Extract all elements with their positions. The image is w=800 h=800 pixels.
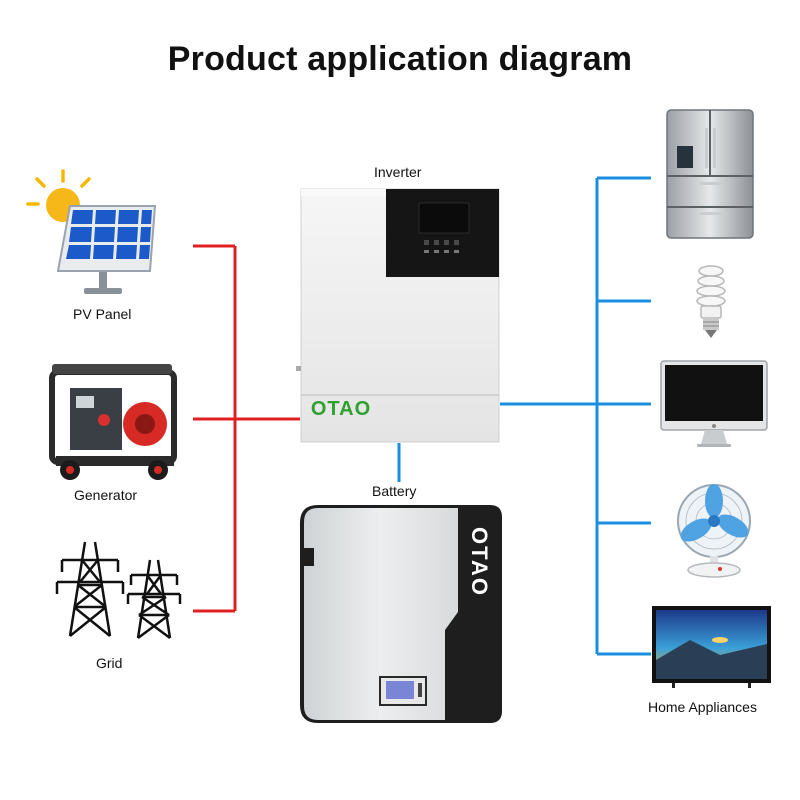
generator-label: Generator (74, 487, 138, 503)
home-appliances-label: Home Appliances (648, 699, 757, 715)
load-connection-lines (397, 176, 651, 656)
fan-icon (677, 484, 751, 578)
pv-panel-label: PV Panel (73, 306, 132, 322)
battery-label: Battery (372, 483, 417, 499)
light-bulb-icon (696, 265, 726, 338)
television-icon (652, 606, 771, 688)
monitor-icon (660, 360, 768, 447)
solar-panel-icon (26, 169, 157, 294)
page-title: Product application diagram (167, 40, 633, 78)
battery-brand-logo: OTAO (467, 527, 492, 597)
power-tower-icon (55, 541, 182, 640)
grid-label: Grid (96, 655, 123, 671)
battery-unit (300, 505, 502, 723)
inverter-label: Inverter (374, 164, 422, 180)
source-connection-lines (193, 244, 300, 613)
generator-icon (49, 364, 177, 480)
refrigerator-icon (666, 109, 754, 239)
inverter-unit (296, 188, 500, 443)
inverter-brand-logo: OTAO (311, 398, 371, 420)
